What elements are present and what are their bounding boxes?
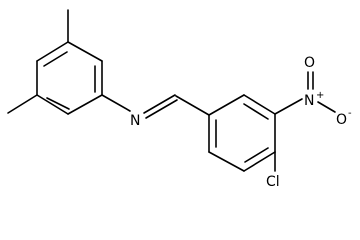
nitro-oxygen-top-label: O	[304, 55, 315, 71]
nitro-single-bond	[317, 101, 336, 113]
ring-nitro-bond	[274, 98, 303, 115]
nitro-oxygen-charge: -	[348, 108, 352, 119]
chemical-structure: N N + O O - Cl	[7, 9, 352, 190]
nitro-double-bond	[307, 71, 314, 90]
aryl-nitrogen-bond	[101, 94, 131, 112]
chloronitrophenyl-ring	[208, 94, 276, 172]
nitro-nitrogen-label: N	[304, 93, 314, 109]
imine-nitrogen-label: N	[130, 113, 140, 129]
nitro-nitrogen-charge: +	[316, 90, 324, 101]
dimethylphenyl-ring	[36, 41, 103, 115]
imine-double-bond	[143, 94, 178, 119]
nitro-oxygen-right-label: O	[336, 112, 347, 128]
methine-aryl-bond	[175, 95, 210, 116]
chlorine-label: Cl	[266, 174, 280, 190]
methyl-left-bond	[7, 94, 38, 114]
